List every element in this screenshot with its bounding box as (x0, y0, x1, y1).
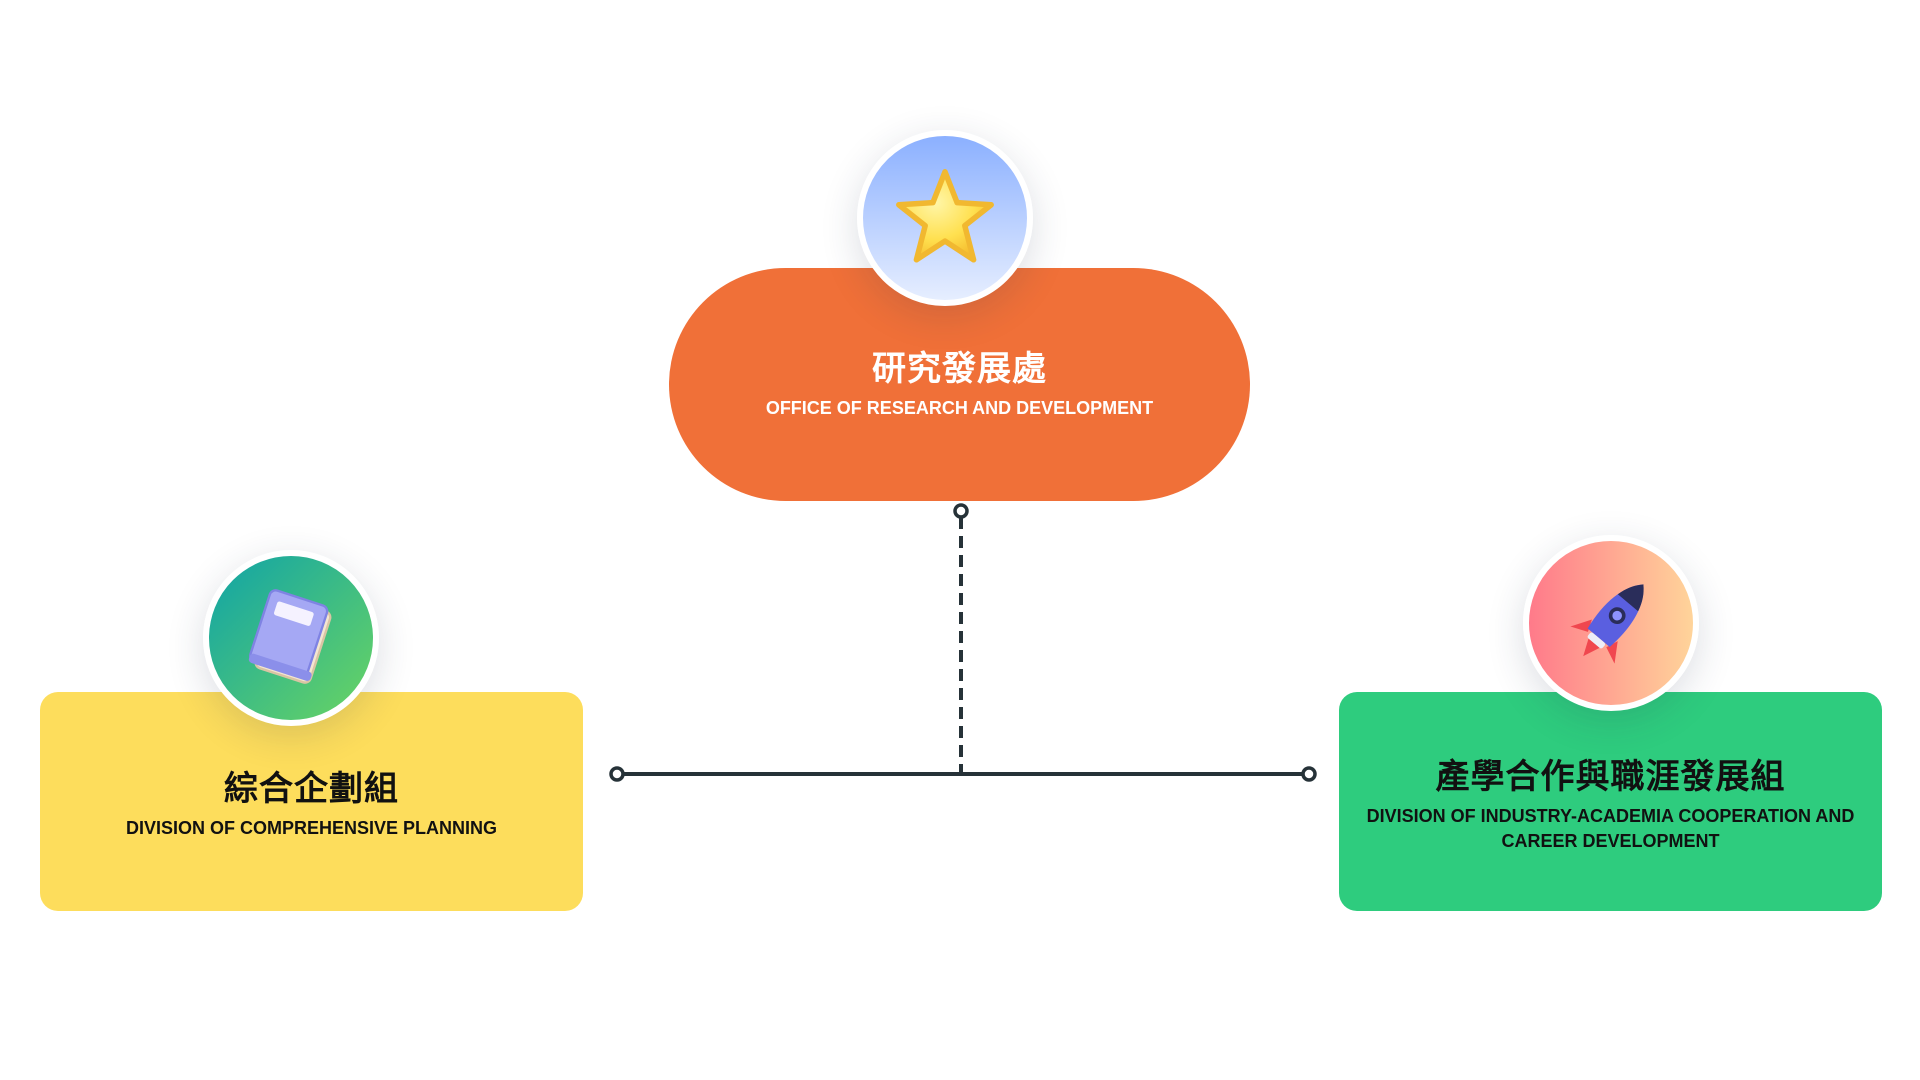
node-title-en: OFFICE OF RESEARCH AND DEVELOPMENT (765, 398, 1154, 418)
node-research-development: 研究發展處 OFFICE OF RESEARCH AND DEVELOPMENT (669, 268, 1250, 501)
node-title-zh: 研究發展處 (872, 349, 1047, 389)
node-title-en: DIVISION OF COMPREHENSIVE PLANNING (125, 818, 498, 838)
node-title-zh: 產學合作與職涯發展組 (1435, 757, 1786, 797)
rocket-badge (1523, 535, 1699, 711)
right-connector-end (1301, 766, 1317, 782)
node-title-zh: 綜合企劃組 (224, 769, 399, 809)
node-title-en: DIVISION OF INDUSTRY-ACADEMIA COOPERATIO… (1366, 806, 1855, 851)
star-icon (896, 169, 994, 263)
node-comprehensive-planning: 綜合企劃組 DIVISION OF COMPREHENSIVE PLANNING (40, 692, 583, 911)
book-icon (248, 589, 332, 684)
node-industry-academia: 產學合作與職涯發展組 DIVISION OF INDUSTRY-ACADEMIA… (1339, 692, 1882, 911)
rocket-icon (1570, 584, 1644, 664)
star-badge (857, 130, 1033, 306)
left-connector-end (609, 766, 625, 782)
top-connector-end (953, 503, 969, 519)
book-badge (203, 550, 379, 726)
